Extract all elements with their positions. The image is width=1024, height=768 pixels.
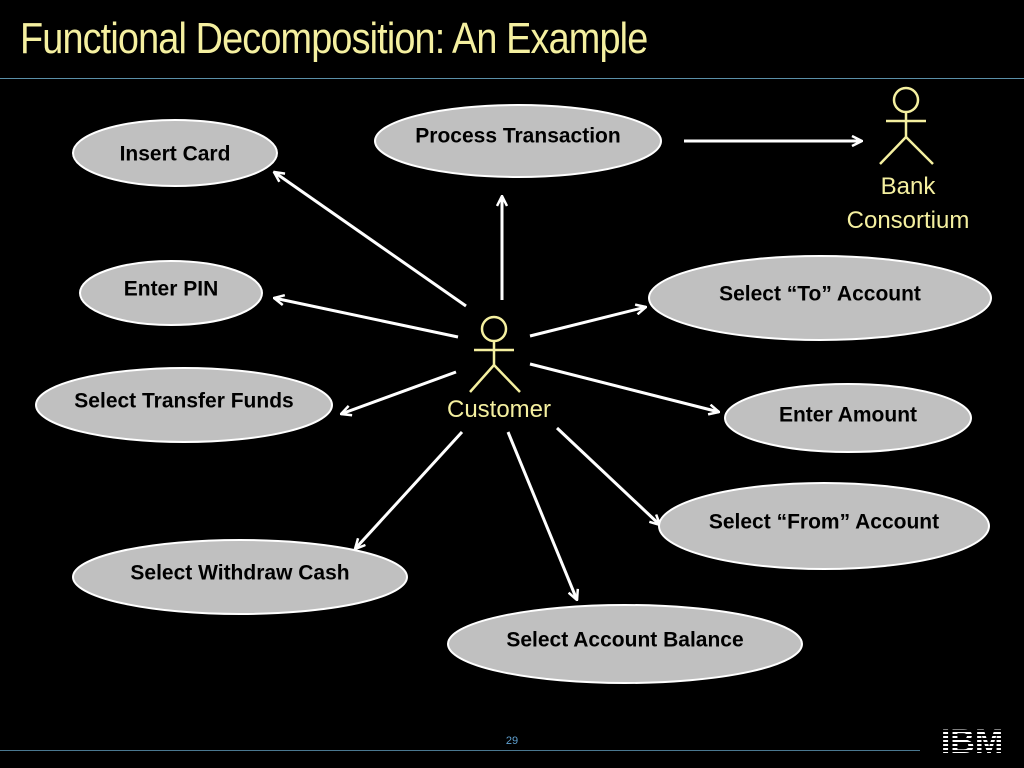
- use-case-label: Select “From” Account: [709, 511, 939, 534]
- use-case-label: Enter Amount: [779, 404, 917, 427]
- customer-stick-figure-icon: [469, 315, 521, 393]
- arrow-to-select-account-balance: [506, 431, 577, 600]
- customer-actor: Customer: [447, 315, 551, 423]
- arrow-to-select-to-account: [529, 307, 646, 338]
- use-case-label: Select Withdraw Cash: [130, 562, 349, 585]
- ibm-logo-icon: IBM: [936, 724, 1008, 754]
- arrow-to-enter-pin: [274, 298, 459, 339]
- use-case-enter-amount: Enter Amount: [724, 383, 972, 453]
- use-case-label: Select “To” Account: [719, 283, 921, 306]
- use-case-enter-pin: Enter PIN: [79, 260, 263, 326]
- use-case-insert-card: Insert Card: [72, 119, 278, 187]
- arrow-to-select-from-account: [555, 426, 660, 525]
- arrow-to-select-transfer-funds: [341, 370, 457, 414]
- use-case-label: Insert Card: [120, 143, 231, 166]
- arrow-to-enter-amount: [529, 362, 719, 412]
- bank-consortium-actor: Bank Consortium: [847, 86, 970, 234]
- arrow-to-select-withdraw-cash: [355, 430, 464, 549]
- use-case-select-from-account: Select “From” Account: [658, 482, 990, 570]
- slide-title: Functional Decomposition: An Example: [20, 14, 648, 63]
- bank-label-line2: Consortium: [847, 207, 970, 234]
- use-case-process-transaction: Process Transaction: [374, 104, 662, 178]
- customer-label: Customer: [447, 396, 551, 423]
- use-case-label: Process Transaction: [415, 125, 620, 148]
- use-case-label: Enter PIN: [124, 278, 219, 301]
- use-case-select-transfer-funds: Select Transfer Funds: [35, 367, 333, 443]
- use-case-select-account-balance: Select Account Balance: [447, 604, 803, 684]
- page-number: 29: [505, 735, 519, 747]
- use-case-select-withdraw-cash: Select Withdraw Cash: [72, 539, 408, 615]
- bank-label-line1: Bank: [881, 173, 937, 200]
- use-case-label: Select Account Balance: [506, 629, 743, 652]
- bank-stick-figure-icon: [879, 86, 934, 165]
- use-case-label: Select Transfer Funds: [74, 390, 293, 413]
- title-divider: [0, 78, 1024, 79]
- arrow-to-insert-card: [274, 172, 467, 308]
- use-case-select-to-account: Select “To” Account: [648, 255, 992, 341]
- footer-divider: [0, 750, 920, 751]
